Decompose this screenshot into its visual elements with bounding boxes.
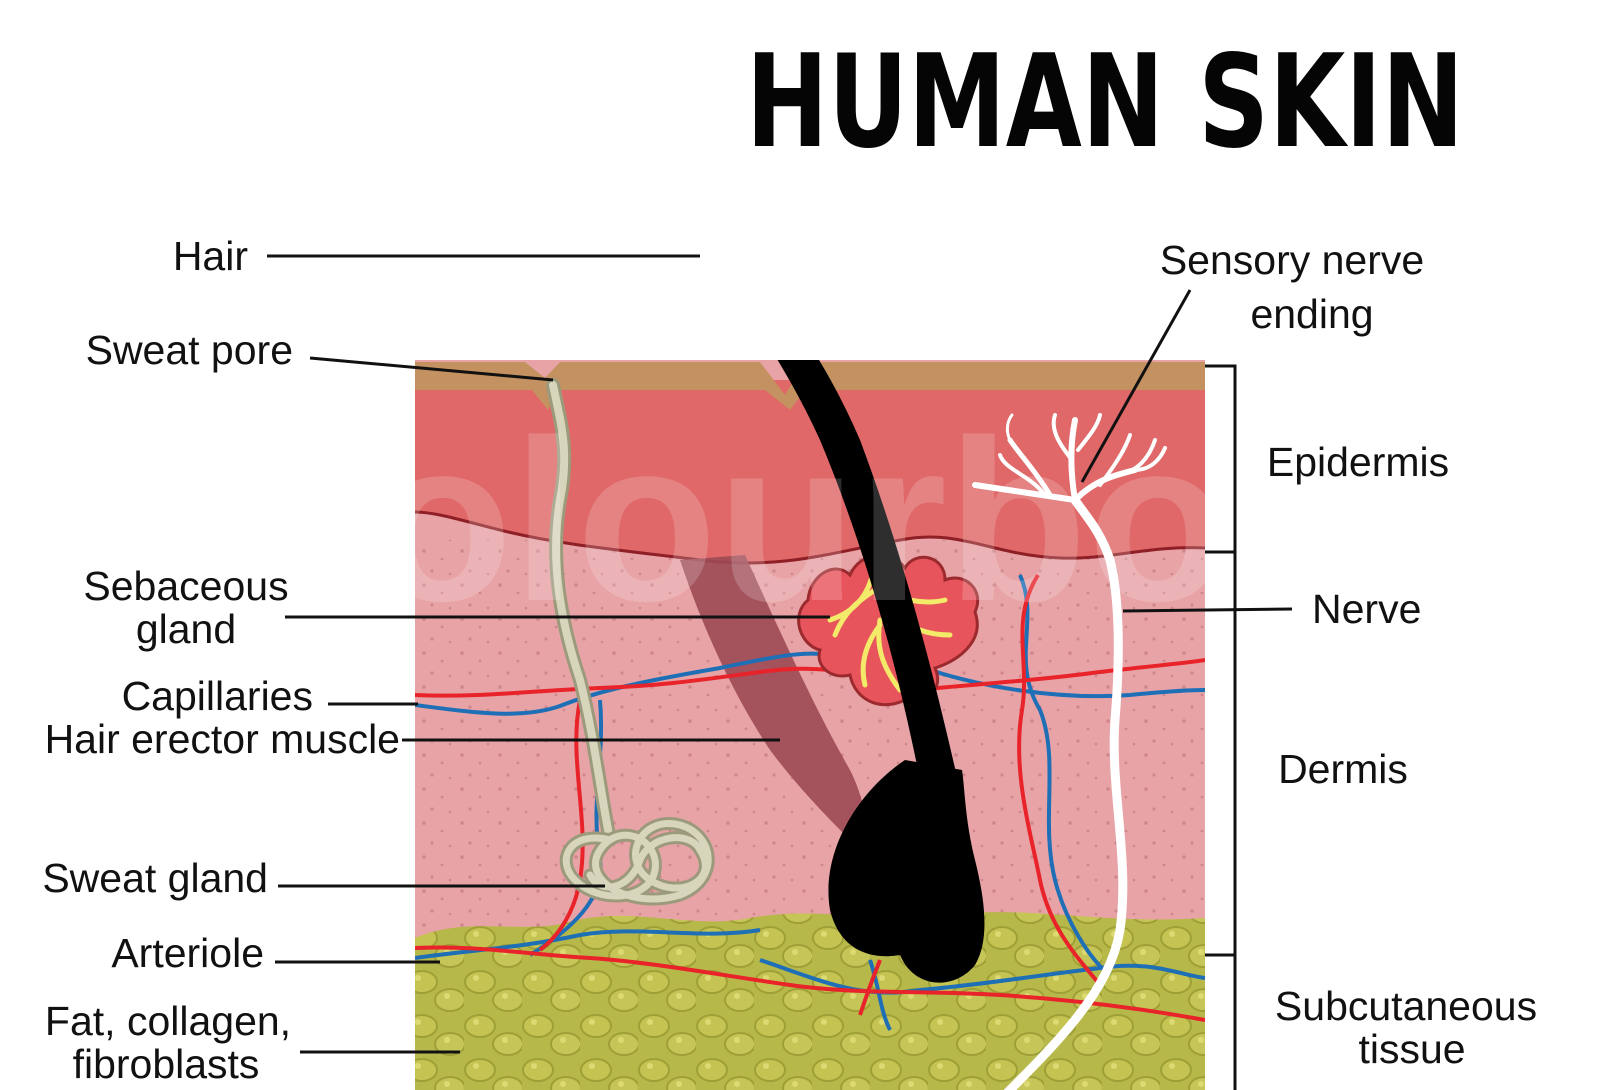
arteries: [415, 573, 1205, 1022]
label-sebaceous-gland-line2: gland: [136, 606, 236, 652]
label-fat-line1: Fat, collagen,: [45, 998, 291, 1044]
watermark: colourbox: [244, 392, 1356, 649]
sweat-gland-coil: [559, 817, 715, 906]
label-capillaries: Capillaries: [122, 673, 313, 719]
sweat-duct-inner: [549, 381, 614, 844]
label-sweat-pore: Sweat pore: [86, 327, 293, 373]
label-fat-line2: fibroblasts: [73, 1041, 260, 1087]
hair-erector-muscle: [680, 555, 866, 850]
layer-epidermis: Epidermis: [1267, 439, 1449, 485]
label-nerve: Nerve: [1312, 586, 1421, 632]
label-sensory-nerve-line2: ending: [1250, 291, 1373, 337]
layer-subcutaneous-line2: tissue: [1358, 1026, 1465, 1072]
layer-dermis: Dermis: [1278, 746, 1408, 792]
layer-subcutaneous-line1: Subcutaneous: [1275, 983, 1537, 1029]
hair-bulb: [828, 760, 985, 983]
label-arteriole: Arteriole: [111, 930, 264, 976]
epidermis-boundary: [415, 510, 1205, 565]
sensory-nerve: [972, 413, 1167, 1090]
hair-shaft: [777, 360, 960, 790]
label-hair: Hair: [173, 233, 248, 279]
fat-cell-texture: [415, 912, 1205, 1090]
label-hair-erector-muscle: Hair erector muscle: [45, 716, 400, 762]
layer-bracket: [1205, 364, 1237, 1090]
skin-block: [415, 360, 1205, 1090]
label-sweat-gland: Sweat gland: [42, 855, 268, 901]
label-sebaceous-gland-line1: Sebaceous: [83, 563, 288, 609]
label-sensory-nerve-line1: Sensory nerve: [1160, 237, 1424, 283]
leader-lines: [267, 254, 1293, 1054]
page-title: HUMAN SKIN: [746, 28, 1464, 177]
